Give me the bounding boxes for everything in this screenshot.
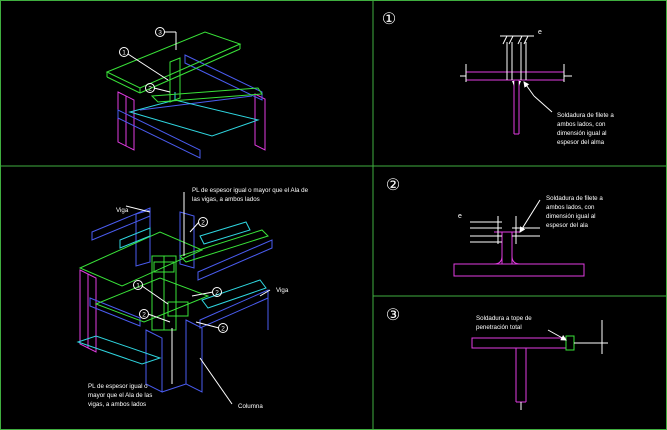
- callout-2-label: 2: [142, 312, 146, 319]
- detail-2-note-line: dimensión igual al: [546, 213, 596, 220]
- callout-1-label: 1: [122, 50, 126, 57]
- detail-2-note-line: espesor del ala: [546, 222, 589, 229]
- viga-label-right: Viga: [276, 287, 289, 294]
- detail-2-marker: ②: [386, 177, 400, 194]
- callout-2-label: 2: [201, 220, 205, 227]
- plate-note-top: PL de espesor igual o mayor que el Ala d…: [192, 187, 309, 194]
- viga-label-left: Viga: [116, 207, 129, 214]
- detail-1-note-line: ambos lados, con: [557, 121, 606, 128]
- detail-2-note: Soldadura de filete a ambos lados, con d…: [546, 195, 603, 229]
- detail-1-note-line: espesor del alma: [557, 139, 605, 146]
- detail-3-note-line: Soldadura a tope de: [476, 315, 532, 322]
- detail-3-note-line: penetración total: [476, 324, 522, 331]
- columna-label: Columna: [238, 403, 263, 410]
- detail-1-note-line: Soldadura de filete a: [557, 112, 614, 119]
- detail-1-weld-size: e: [538, 29, 542, 36]
- detail-2-weld-size: e: [458, 213, 462, 220]
- detail-3-section: [471, 320, 608, 410]
- detail-1-section: [460, 35, 572, 135]
- callout-2-label: 2: [148, 86, 152, 93]
- detail-3-marker: ③: [386, 307, 400, 324]
- plate-note-bottom: mayor que el Ala de las: [88, 392, 152, 399]
- callout-1-label: 1: [136, 283, 140, 290]
- detail-3-note: Soldadura a tope de penetración total: [476, 315, 532, 331]
- isometric-connection-2: [76, 192, 273, 405]
- detail-2-note-line: ambos lados, con: [546, 204, 595, 211]
- detail-2-note-line: Soldadura de filete a: [546, 195, 603, 202]
- plate-note-bottom: vigas, a ambos lados: [88, 401, 146, 408]
- plate-note-bottom: PL de espesor igual o: [88, 383, 148, 390]
- isometric-connection-1: [105, 27, 266, 159]
- detail-1-note-line: dimensión igual al: [557, 130, 607, 137]
- callout-3-label: 3: [158, 30, 162, 37]
- detail-2-section: [453, 199, 585, 277]
- callout-2-label: 2: [215, 290, 219, 297]
- callout-2-label: 2: [221, 326, 225, 333]
- plate-note-top: las vigas, a ambos lados: [192, 196, 260, 203]
- detail-1-marker: ①: [382, 11, 396, 28]
- detail-1-note: Soldadura de filete a ambos lados, con d…: [557, 112, 614, 146]
